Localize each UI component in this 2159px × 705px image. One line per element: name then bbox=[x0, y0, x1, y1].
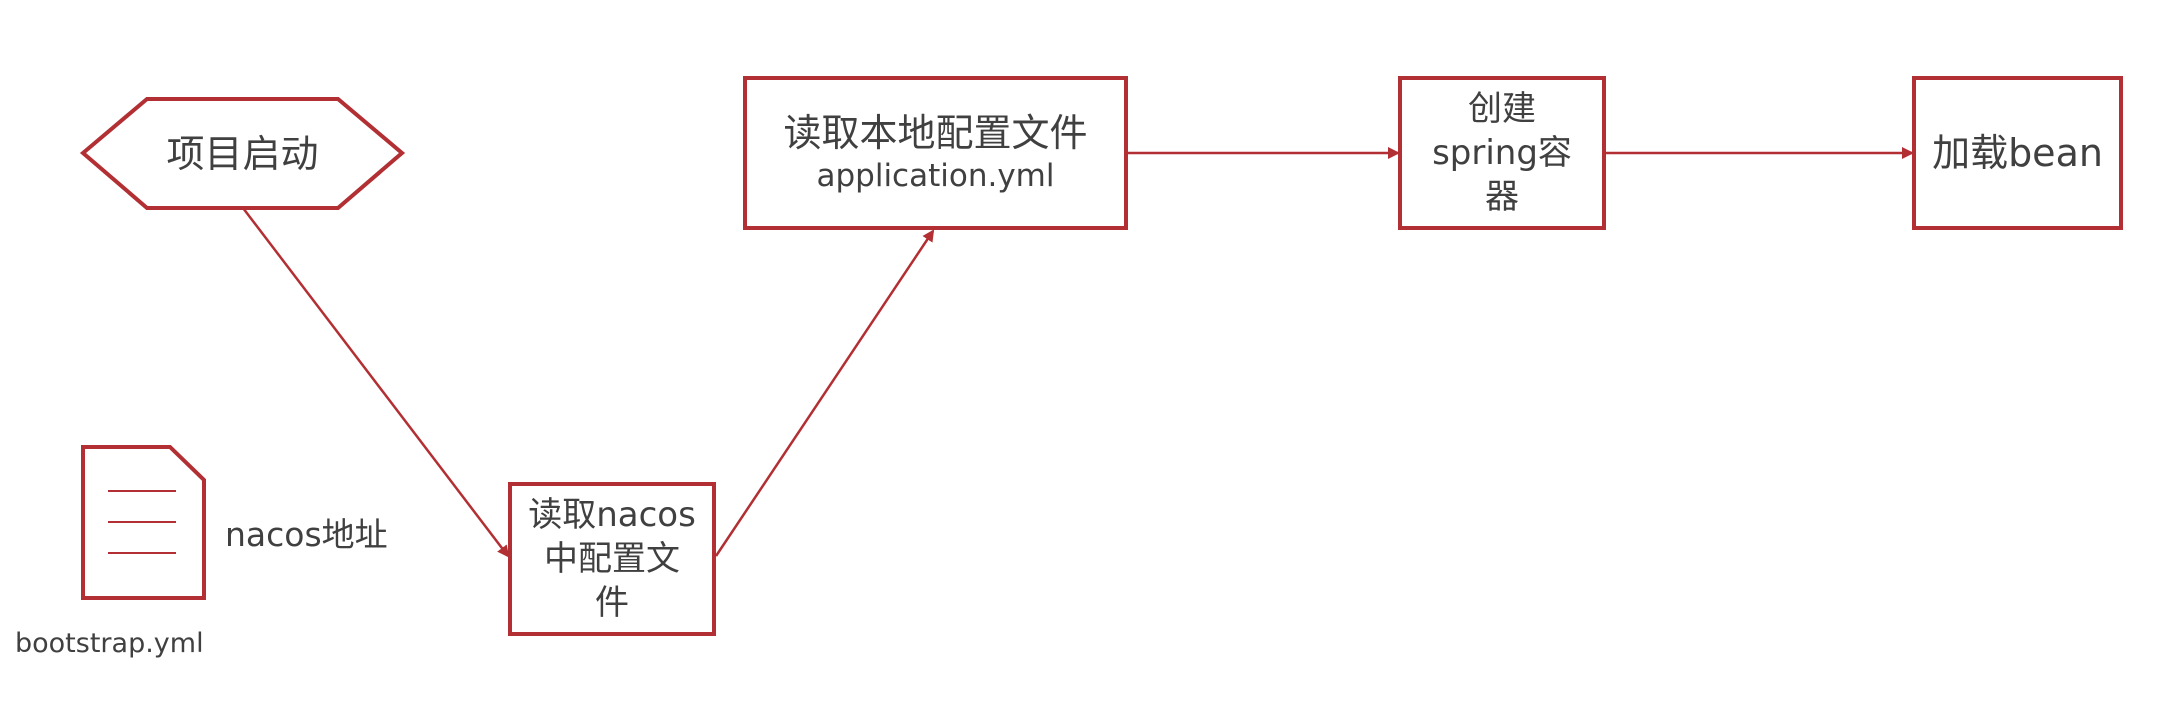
read-nacos-line3: 件 bbox=[595, 583, 629, 623]
load-bean-label: 加载bean bbox=[1914, 78, 2121, 228]
read-nacos-line2: 中配置文 bbox=[544, 539, 680, 579]
read-nacos-config-label: 读取nacos 中配置文 件 bbox=[510, 484, 714, 634]
create-spring-line2: spring容 bbox=[1432, 133, 1572, 173]
load-bean-box bbox=[1912, 76, 2123, 230]
start-label-text: 项目启动 bbox=[166, 131, 319, 176]
document-icon bbox=[81, 445, 206, 600]
create-spring-line1: 创建 bbox=[1468, 89, 1536, 129]
read-local-config-box bbox=[743, 76, 1128, 230]
start-label: 项目启动 bbox=[83, 99, 402, 208]
read-local-config-line2: application.yml bbox=[816, 158, 1055, 194]
nacos-address-label: nacos地址 bbox=[225, 515, 388, 554]
create-spring-line3: 器 bbox=[1485, 177, 1519, 217]
create-spring-label: 创建 spring容 器 bbox=[1400, 78, 1604, 228]
create-spring-container-box bbox=[1398, 76, 1606, 230]
read-local-config-label: 读取本地配置文件 application.yml bbox=[745, 78, 1126, 228]
arrow-nacos-to-local bbox=[714, 229, 935, 557]
start-hexagon bbox=[79, 97, 406, 210]
read-local-config-line1: 读取本地配置文件 bbox=[783, 111, 1088, 155]
read-nacos-line1: 读取nacos bbox=[528, 495, 696, 535]
load-bean-label-text: 加载bean bbox=[1932, 131, 2103, 175]
arrow-start-to-nacos bbox=[242, 207, 510, 558]
read-nacos-config-box bbox=[508, 482, 716, 636]
bootstrap-yml-caption: bootstrap.yml bbox=[15, 628, 204, 659]
